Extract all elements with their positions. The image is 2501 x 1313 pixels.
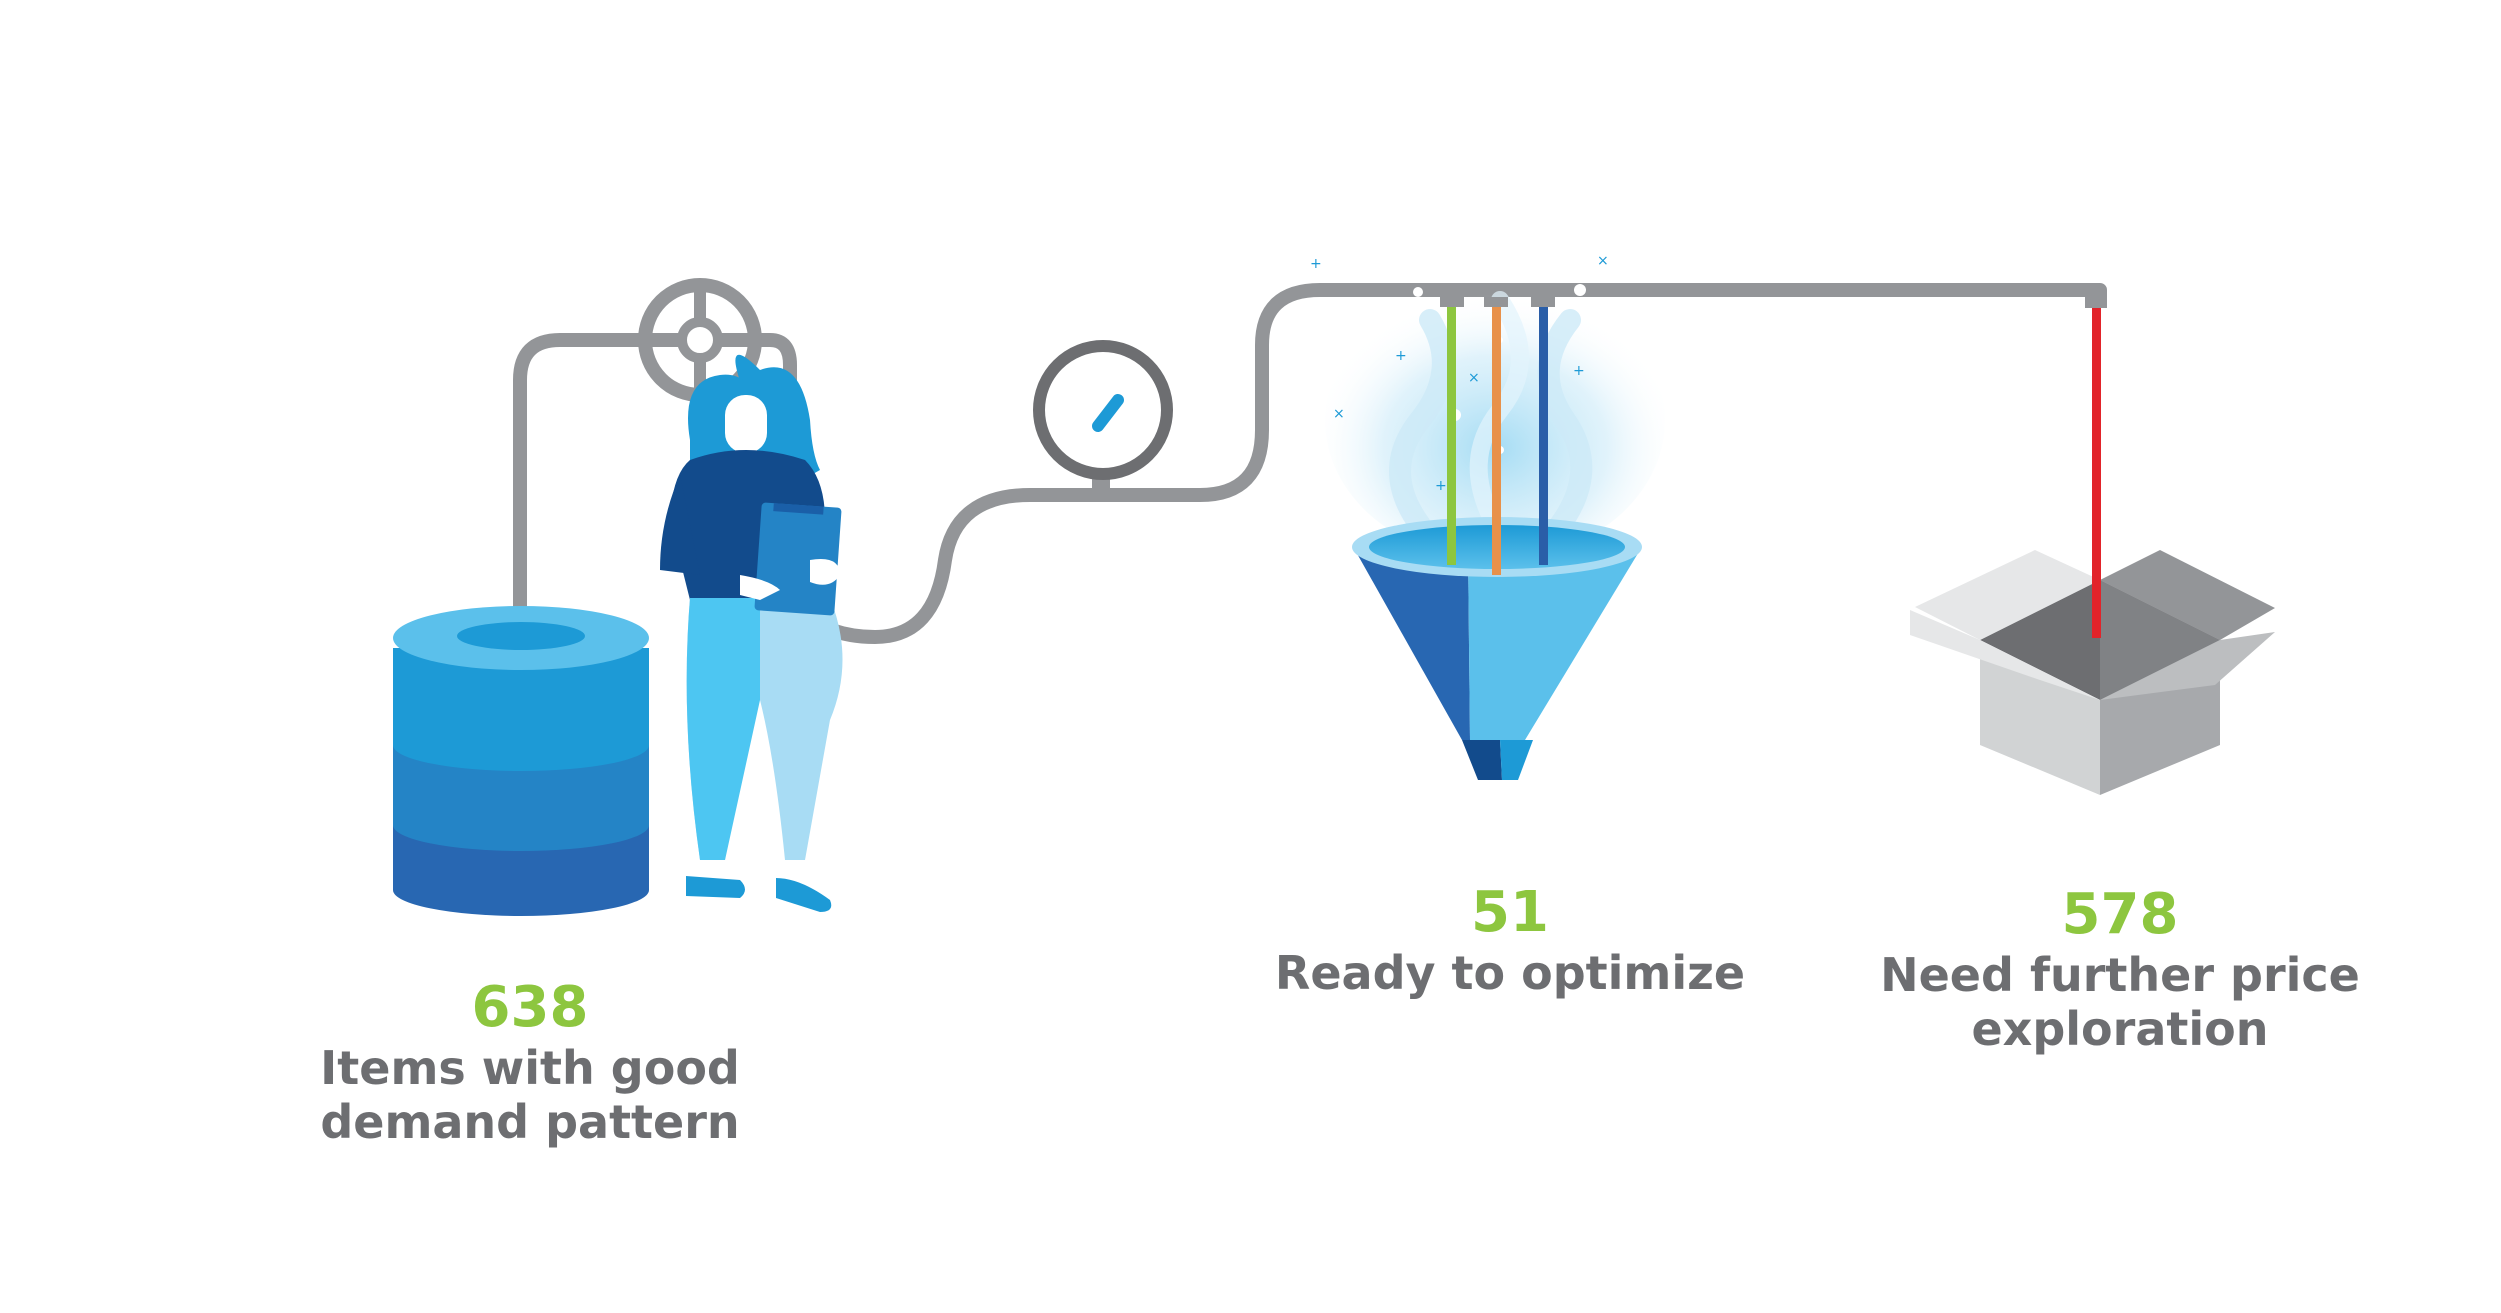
svg-text:+: + <box>1310 256 1322 272</box>
stat-database-value: 638 <box>471 975 589 1040</box>
stat-funnel: 51 Ready to optimize <box>1200 880 1820 1000</box>
stat-box: 578 Need further price exploration <box>1800 882 2440 1056</box>
svg-text:+: + <box>1435 478 1447 494</box>
stat-box-label-line2: exploration <box>1971 1002 2269 1056</box>
person-with-clipboard-icon <box>660 354 843 912</box>
stat-funnel-label-line1: Ready to optimize <box>1274 946 1746 1000</box>
svg-text:×: × <box>1333 406 1345 422</box>
stat-box-value: 578 <box>2061 882 2179 947</box>
funnel-icon <box>1352 505 1642 780</box>
stat-database-label-line2: demand pattern <box>320 1095 740 1149</box>
database-icon <box>393 606 649 916</box>
svg-text:+: + <box>1573 363 1585 379</box>
stat-box-label-line1: Need further price <box>1880 948 2360 1002</box>
stat-funnel-value: 51 <box>1471 880 1549 945</box>
svg-text:×: × <box>1468 370 1480 386</box>
stat-database-label-line1: Items with good <box>320 1041 740 1095</box>
pipe-line <box>513 283 2107 644</box>
open-box-icon <box>1910 550 2275 850</box>
svg-text:×: × <box>1597 253 1609 269</box>
svg-text:+: + <box>1395 348 1407 364</box>
stream-connectors <box>1440 290 2107 638</box>
stat-database: 638 Items with good demand pattern <box>260 975 800 1149</box>
pressure-gauge-icon <box>1033 340 1173 495</box>
